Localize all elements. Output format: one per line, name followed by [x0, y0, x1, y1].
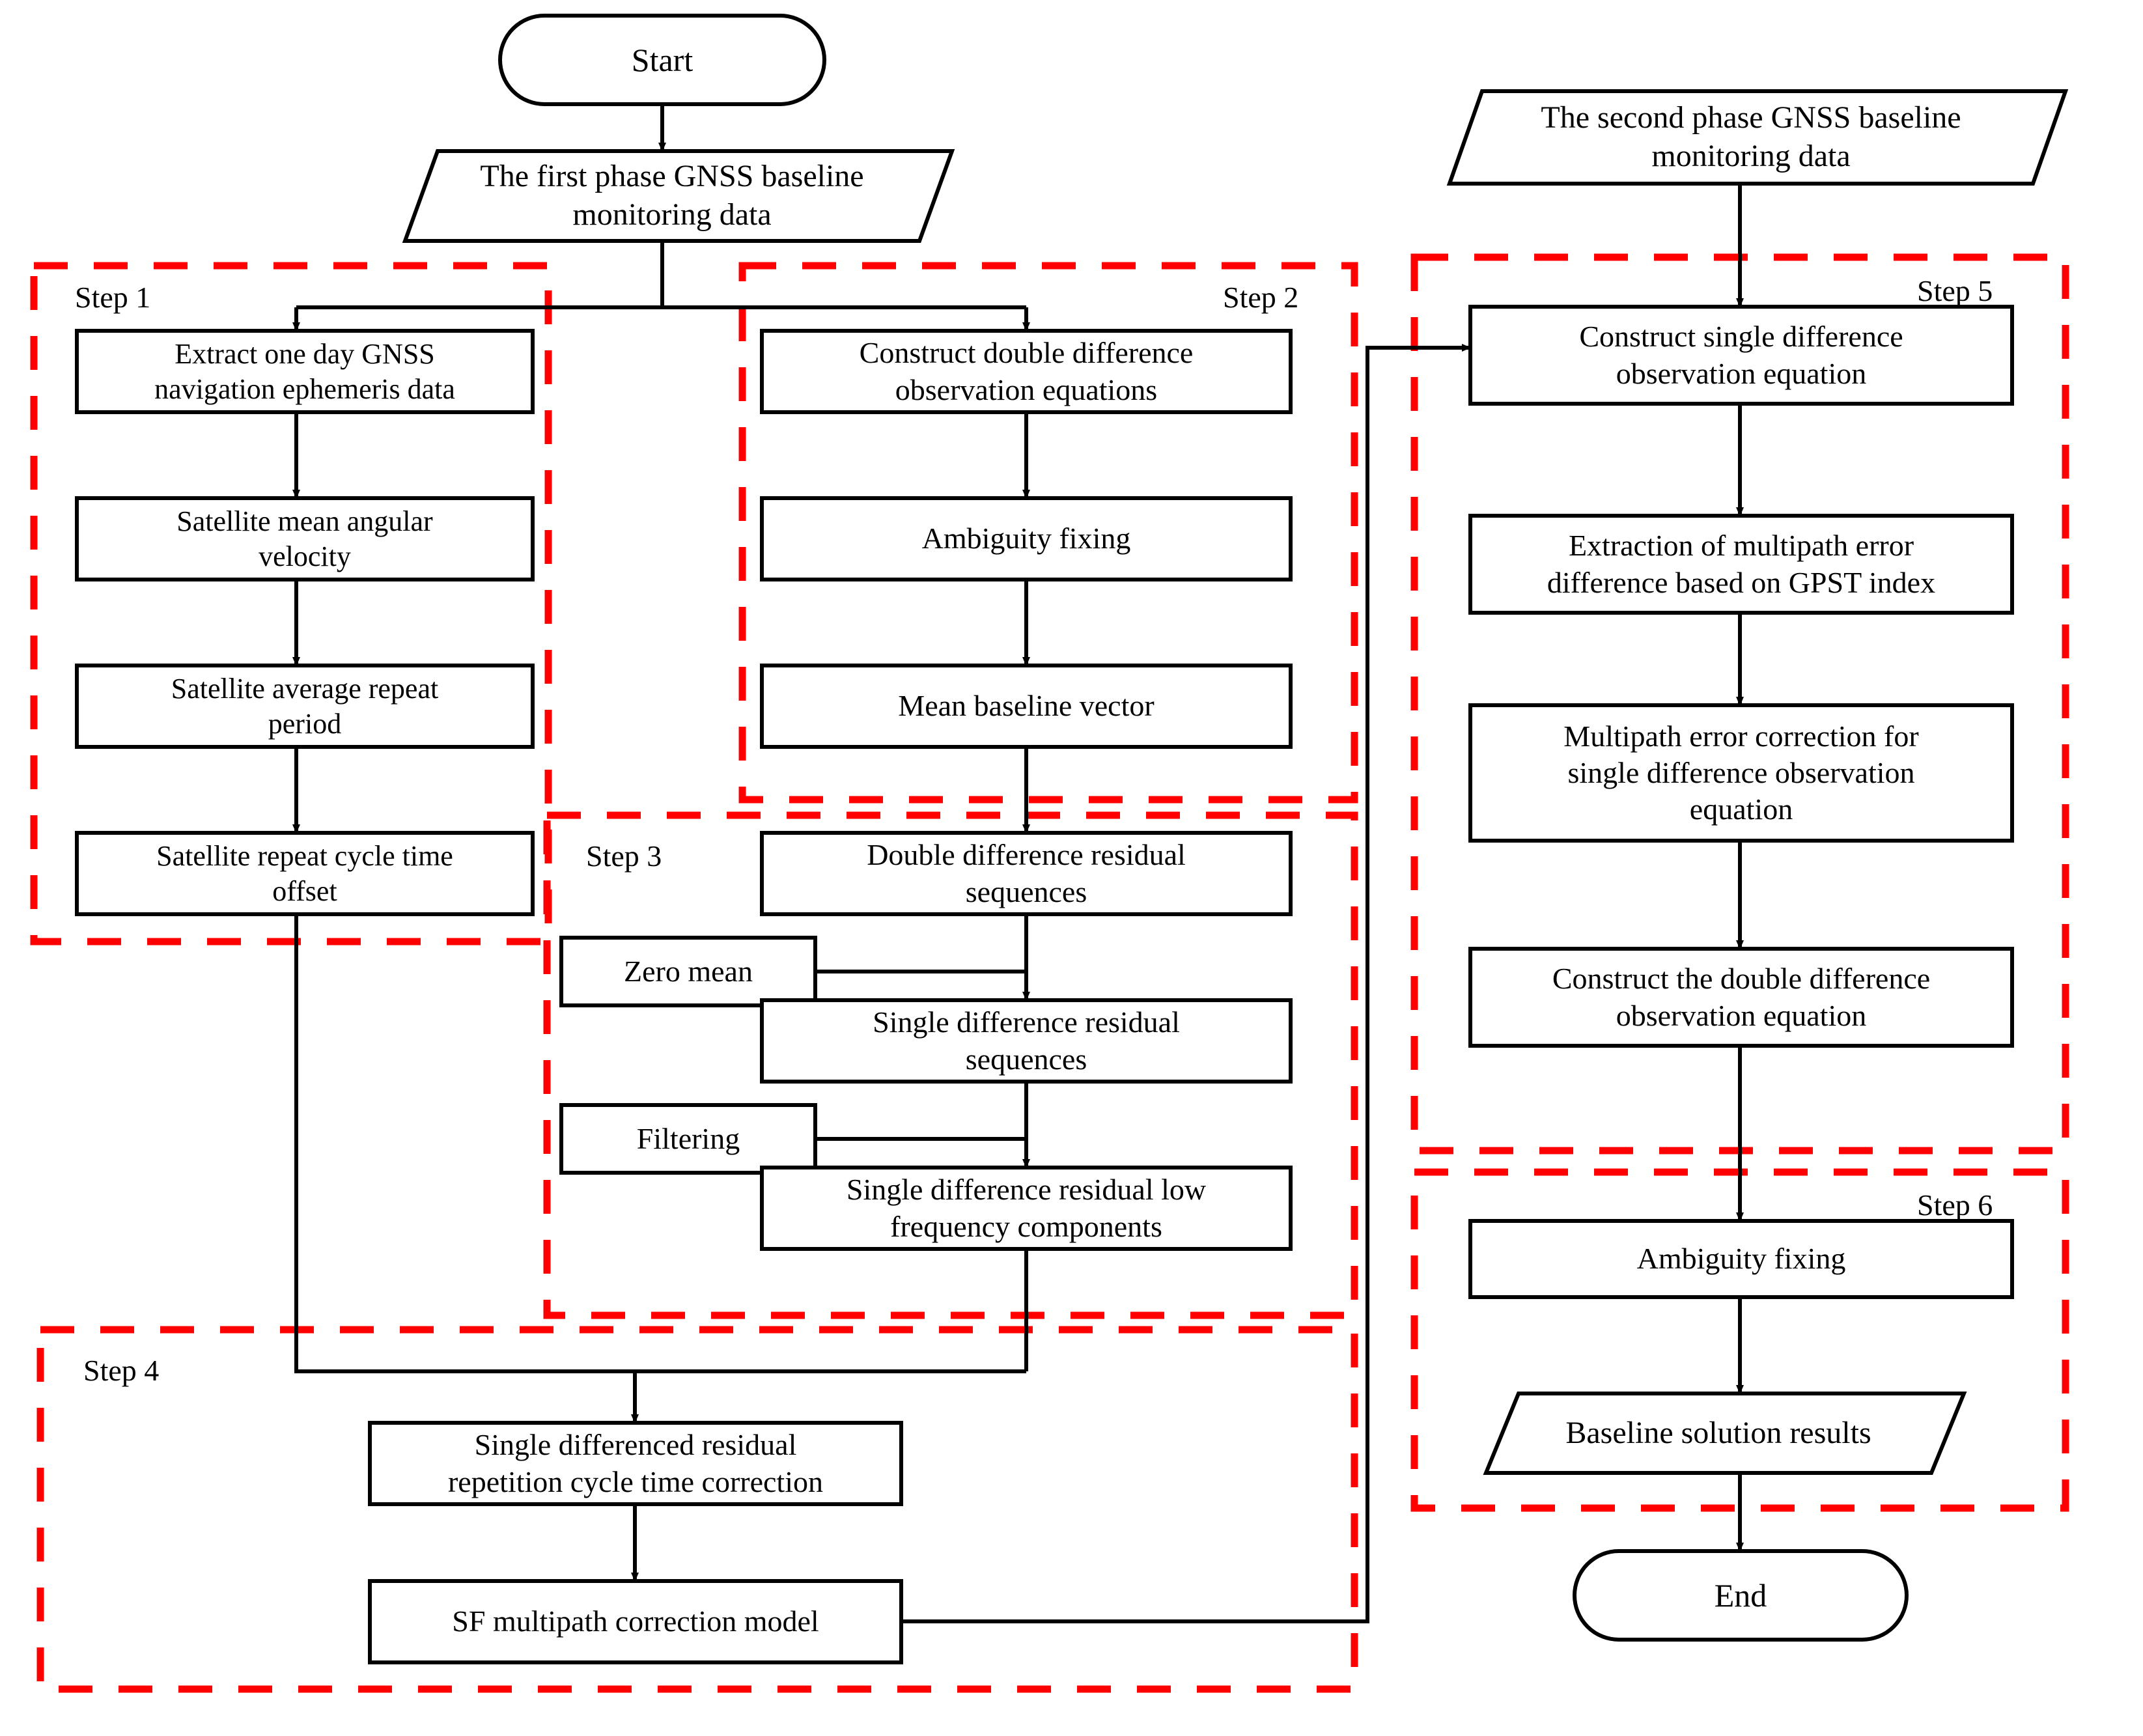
node-shape-multipath-correction-sd — [1468, 703, 2014, 843]
node-shape-extract-multipath-gpst — [1468, 514, 2014, 615]
group-boundary-step1 — [30, 262, 552, 945]
node-shape-start — [498, 14, 826, 106]
node-shape-construct-sd-equation — [1468, 305, 2014, 406]
node-shape-ambiguity-fixing-step6 — [1468, 1219, 2014, 1299]
node-shapes — [75, 14, 2069, 1664]
group-label-step4: Step 4 — [83, 1354, 160, 1387]
node-shape-second-phase-data — [1446, 89, 2069, 186]
node-shape-baseline-results — [1483, 1392, 1967, 1475]
group-label-step1: Step 1 — [75, 281, 151, 314]
group-label-step5: Step 5 — [1917, 274, 1993, 307]
group-boundary-step2 — [738, 262, 1358, 804]
node-shape-repeat-cycle-time-offset — [75, 831, 535, 916]
node-shape-sd-residual-low-freq — [760, 1166, 1293, 1251]
node-shape-sd-residual-cycle-correction — [368, 1421, 903, 1506]
group-label-step6: Step 6 — [1917, 1188, 1993, 1222]
group-label-step2: Step 2 — [1223, 281, 1299, 314]
node-shape-dd-residual-sequences — [760, 831, 1293, 916]
node-shape-end — [1573, 1549, 1909, 1642]
node-shape-filtering — [559, 1103, 817, 1175]
connectors — [292, 104, 1744, 1623]
node-shape-construct-dd-equation-step5 — [1468, 947, 2014, 1048]
node-shape-mean-baseline-vector — [760, 664, 1293, 749]
node-shape-average-repeat-period — [75, 664, 535, 749]
node-shape-sd-residual-sequences — [760, 998, 1293, 1084]
node-shape-extract-ephemeris — [75, 329, 535, 414]
group-boundary-step3 — [543, 811, 1358, 1319]
node-shape-ambiguity-fixing-step2 — [760, 496, 1293, 581]
group-label-step3: Step 3 — [586, 839, 662, 873]
node-shape-construct-dd-equations — [760, 329, 1293, 414]
node-shape-sf-multipath-model — [368, 1579, 903, 1664]
node-shape-zero-mean — [559, 936, 817, 1007]
node-shape-mean-angular-velocity — [75, 496, 535, 581]
node-shape-first-phase-data — [402, 149, 955, 243]
edge-sf-model-to-construct-sd — [896, 344, 1471, 1623]
